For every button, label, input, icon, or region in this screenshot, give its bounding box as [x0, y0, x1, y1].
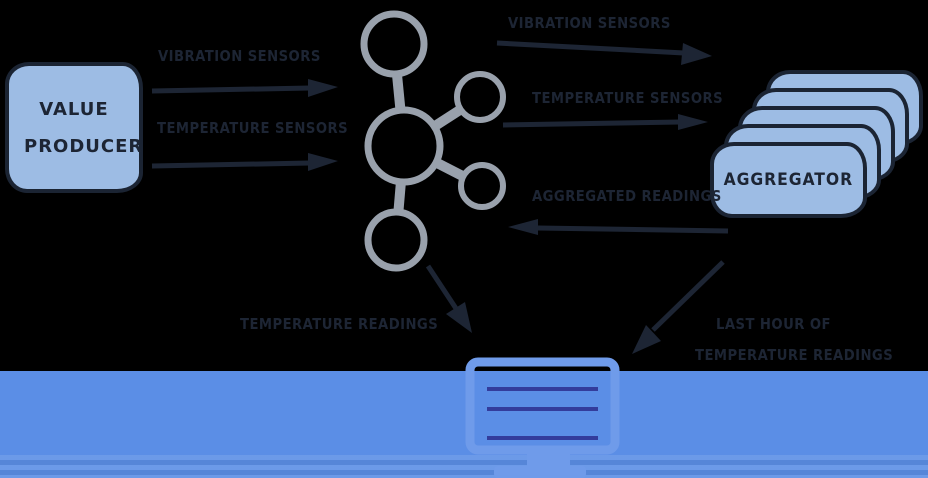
edge-label-aggregator-monitor-line1: LAST HOUR OF — [716, 315, 832, 333]
value-producer-label: VALUE PRODUCER — [24, 98, 144, 157]
edge-label-aggregator-monitor-line2: TEMPERATURE READINGS — [695, 346, 894, 364]
arrow-producer-to-cluster-bottom — [151, 153, 338, 171]
value-producer-box: VALUE PRODUCER — [5, 62, 143, 193]
monitor-screen-lines — [487, 387, 598, 440]
bottom-band-stripes — [0, 455, 928, 478]
arrow-aggregator-to-cluster — [508, 219, 729, 235]
cluster-node — [364, 106, 444, 186]
aggregator-card: AGGREGATOR — [710, 142, 867, 218]
edge-label-cluster-aggregator-top: VIBRATION SENSORS — [508, 14, 671, 32]
cluster-node — [458, 162, 506, 210]
aggregator-label: AGGREGATOR — [723, 170, 854, 190]
arrow-aggregator-to-monitor — [632, 260, 725, 354]
edge-label-cluster-aggregator-mid: TEMPERATURE SENSORS — [532, 89, 724, 107]
arrow-cluster-to-aggregator-top — [496, 40, 712, 65]
cluster-node — [454, 71, 506, 123]
monitor-stand — [527, 448, 570, 470]
node-cluster-icon — [360, 10, 506, 272]
arrow-cluster-to-monitor — [425, 264, 472, 333]
edge-label-producer-cluster-bottom: TEMPERATURE SENSORS — [157, 119, 349, 137]
edge-label-cluster-monitor: TEMPERATURE READINGS — [240, 315, 439, 333]
arrow-producer-to-cluster-top — [151, 79, 338, 97]
monitor-base — [494, 466, 586, 478]
bottom-band — [0, 371, 928, 478]
cluster-node — [360, 10, 428, 78]
cluster-node — [364, 208, 428, 272]
arrow-cluster-to-aggregator-mid — [502, 114, 708, 130]
edge-label-aggregator-cluster: AGGREGATED READINGS — [532, 187, 722, 205]
edge-label-producer-cluster-top: VIBRATION SENSORS — [158, 47, 321, 65]
monitor-icon — [465, 357, 620, 478]
